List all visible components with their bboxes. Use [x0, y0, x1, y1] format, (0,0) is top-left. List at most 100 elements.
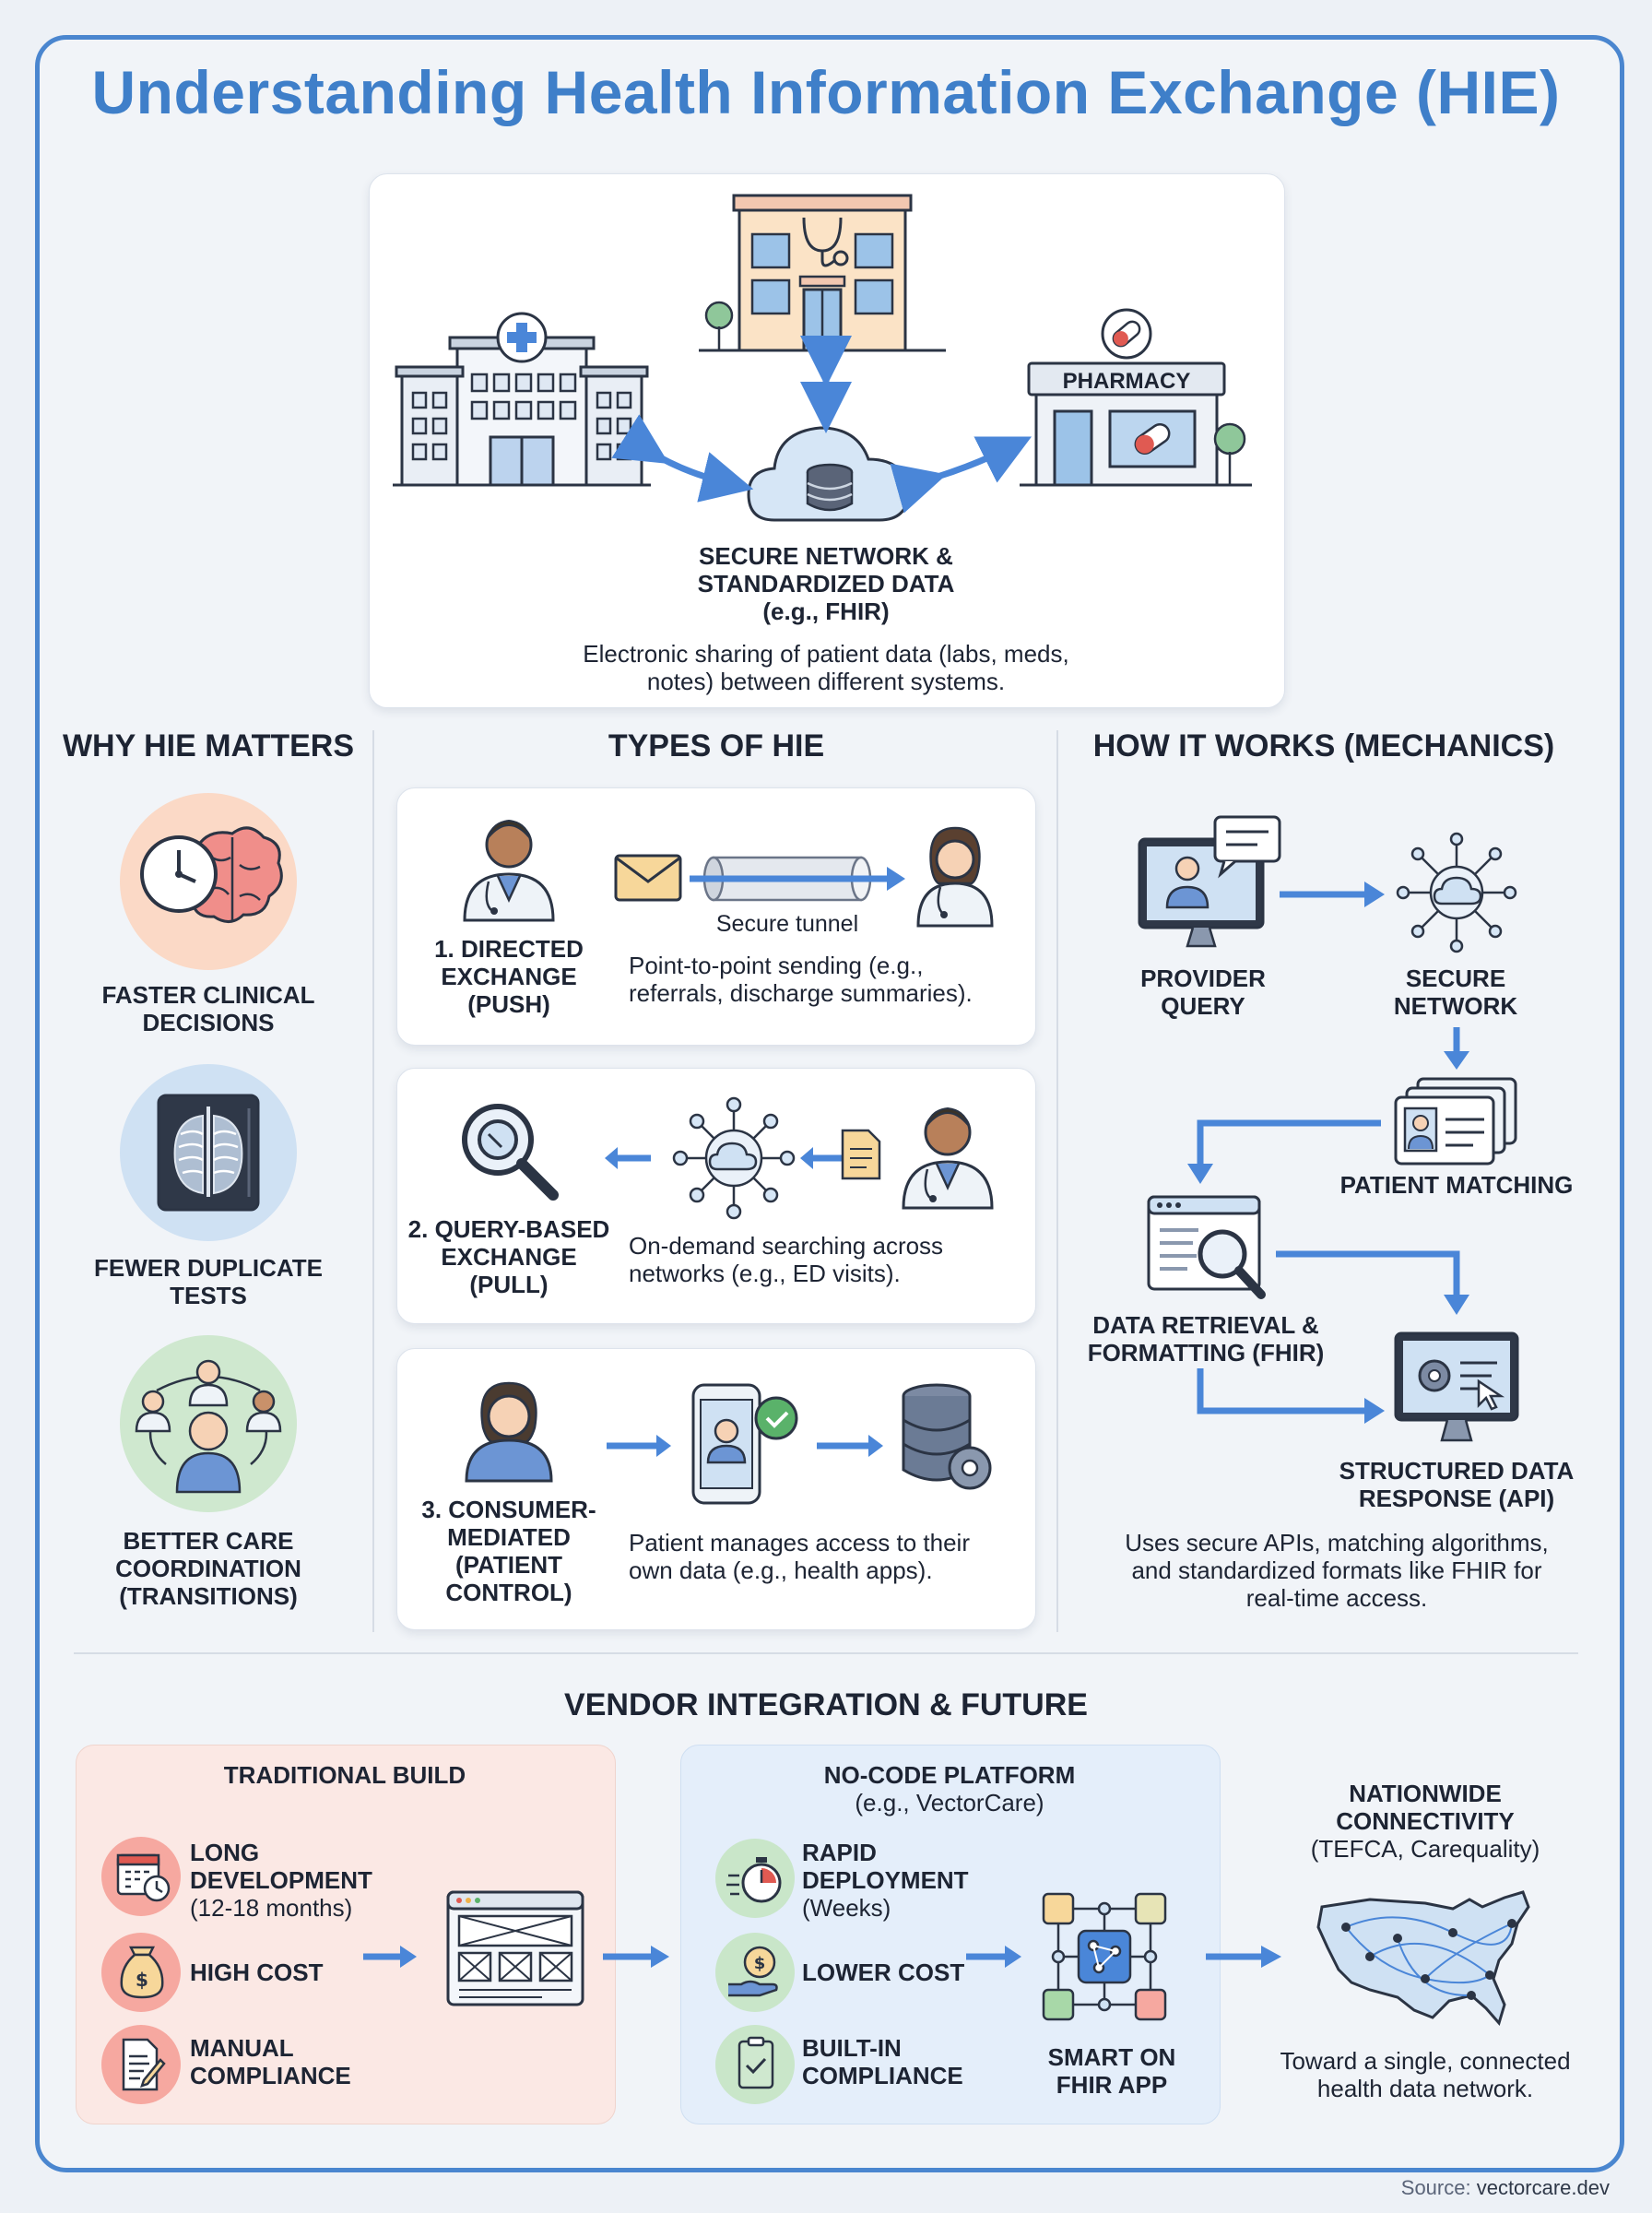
type-1-name-1: 1. DIRECTED: [434, 935, 584, 963]
care-team-icon: [135, 1359, 282, 1494]
traditional-wireframe-icon: [363, 1890, 584, 2006]
trad-item-1-line-2: DEVELOPMENT: [190, 1866, 372, 1894]
how-summary-2: and standardized formats like FHIR for: [1131, 1556, 1542, 1584]
type-1-desc-2: referrals, discharge summaries).: [629, 979, 973, 1007]
type-3-desc-1: Patient manages access to their: [629, 1529, 970, 1556]
type-3-name-1: 3. CONSUMER-: [421, 1496, 596, 1523]
nationwide-subtitle: (TEFCA, Carequality): [1310, 1835, 1540, 1863]
type-2-name-1: 2. QUERY-BASED: [407, 1215, 610, 1243]
source-prefix: Source:: [1400, 2176, 1477, 2199]
nc-item-2-line-1: LOWER COST: [802, 1959, 965, 1986]
type-1-desc-1: Point-to-point sending (e.g.,: [629, 952, 924, 979]
envelope-tunnel-icon: [614, 854, 905, 902]
divider-bottom: [74, 1652, 1578, 1654]
nc-item-1-line-1: RAPID: [802, 1839, 877, 1866]
structured-response-1: STRUCTURED DATA: [1339, 1457, 1575, 1485]
phone-database-icon: [607, 1383, 992, 1505]
monitor-gear-icon: [1394, 1331, 1519, 1442]
trad-item-2-line-1: HIGH COST: [190, 1959, 324, 1986]
doctor-icon: [463, 819, 555, 922]
vendor-heading: VENDOR INTEGRATION & FUTURE: [564, 1687, 1088, 1722]
type-3-name-4: CONTROL): [445, 1579, 572, 1606]
divider-right: [1056, 730, 1058, 1632]
svg-text:$: $: [754, 1954, 766, 1973]
type-1-name-3: (PUSH): [467, 990, 550, 1018]
svg-text:$: $: [136, 1969, 148, 1991]
pharmacy-sign: PHARMACY: [1062, 369, 1191, 394]
secure-network-2: NETWORK: [1393, 992, 1518, 1020]
source-link[interactable]: vectorcare.dev: [1476, 2176, 1610, 2199]
patient-matching-label: PATIENT MATCHING: [1339, 1171, 1574, 1199]
nurse-icon: [916, 826, 994, 928]
document-pen-icon: [122, 2038, 166, 2091]
calendar-clock-icon: [116, 1853, 171, 1902]
type-3-name-2: MEDIATED: [447, 1523, 571, 1551]
type-1-name-2: EXCHANGE: [441, 963, 577, 990]
source-credit: Source: vectorcare.dev: [1401, 2176, 1610, 2200]
data-retrieval-2: FORMATTING (FHIR): [1087, 1339, 1325, 1367]
types-heading: TYPES OF HIE: [608, 728, 825, 763]
nationwide-desc-1: Toward a single, connected: [1280, 2047, 1571, 2075]
hero-network-label-3: (e.g., FHIR): [762, 598, 890, 625]
clock-brain-icon: [140, 826, 283, 923]
nationwide-title-2: CONNECTIVITY: [1336, 1807, 1515, 1835]
secure-network-1: SECURE: [1405, 964, 1506, 992]
type-2-name-2: EXCHANGE: [441, 1243, 577, 1271]
nocode-to-nationwide-arrow: [1206, 1946, 1281, 1968]
type-3-name-3: (PATIENT: [454, 1551, 563, 1579]
magnifier-icon: [462, 1104, 559, 1201]
secure-network-icon: [1396, 832, 1517, 953]
trad-item-3-line-1: MANUAL: [190, 2034, 294, 2062]
why-item-1-line-1: FASTER CLINICAL: [101, 981, 315, 1009]
stopwatch-icon: [726, 1857, 782, 1903]
why-item-1-line-2: DECISIONS: [142, 1009, 275, 1036]
nc-item-3-line-2: COMPLIANCE: [802, 2062, 963, 2089]
page-title: Understanding Health Information Exchang…: [91, 58, 1561, 126]
pharmacy-icon: [1020, 308, 1252, 487]
how-heading: HOW IT WORKS (MECHANICS): [1092, 728, 1555, 763]
patient-icon: [465, 1381, 553, 1483]
hero-network-label-2: STANDARDIZED DATA: [697, 570, 955, 598]
coin-hand-icon: $: [728, 1946, 778, 1997]
us-map-network-icon: [1316, 1890, 1530, 2027]
nc-item-1-sub: (Weeks): [802, 1894, 891, 1922]
divider-left: [372, 730, 374, 1632]
nationwide-title-1: NATIONWIDE: [1349, 1780, 1502, 1807]
nc-item-3-line-1: BUILT-IN: [802, 2034, 902, 2062]
how-summary-3: real-time access.: [1245, 1584, 1428, 1612]
trad-item-1-line-1: LONG: [190, 1839, 260, 1866]
provider-query-1: PROVIDER: [1140, 964, 1266, 992]
why-item-2-line-1: FEWER DUPLICATE: [94, 1254, 323, 1282]
traditional-title: TRADITIONAL BUILD: [223, 1761, 466, 1789]
why-item-3-line-3: (TRANSITIONS): [119, 1582, 298, 1610]
type-2-name-3: (PULL): [469, 1271, 549, 1298]
nationwide-desc-2: health data network.: [1316, 2075, 1534, 2102]
hero-description-1: Electronic sharing of patient data (labs…: [583, 640, 1069, 668]
chest-xray-icon: [157, 1094, 260, 1212]
doctor-icon-2: [902, 1106, 994, 1210]
provider-monitor-icon: [1138, 815, 1281, 948]
data-retrieval-1: DATA RETRIEVAL &: [1092, 1311, 1319, 1339]
clipboard-check-icon: [738, 2036, 774, 2089]
type-2-desc-2: networks (e.g., ED visits).: [629, 1260, 901, 1287]
trad-item-3-line-2: COMPLIANCE: [190, 2062, 351, 2089]
nc-item-1-line-2: DEPLOYMENT: [802, 1866, 969, 1894]
how-summary-1: Uses secure APIs, matching algorithms,: [1125, 1529, 1549, 1556]
money-bag-icon: $: [120, 1946, 164, 1999]
patient-matching-cards-icon: [1394, 1077, 1517, 1166]
trad-item-1-sub: (12-18 months): [190, 1894, 353, 1922]
structured-response-2: RESPONSE (API): [1358, 1485, 1555, 1512]
trad-to-nocode-arrow: [603, 1946, 669, 1968]
browser-search-icon: [1147, 1195, 1266, 1299]
smart-fhir-app-1: SMART ON: [1047, 2043, 1176, 2071]
smart-fhir-app-icon: [966, 1892, 1167, 2021]
provider-query-2: QUERY: [1161, 992, 1245, 1020]
smart-fhir-app-2: FHIR APP: [1056, 2071, 1168, 2099]
why-item-2-line-2: TESTS: [170, 1282, 247, 1309]
type-1-tunnel-label: Secure tunnel: [715, 911, 859, 937]
query-flow-icon: [605, 1096, 881, 1220]
hero-network-label-1: SECURE NETWORK &: [699, 542, 953, 570]
why-item-3-line-1: BETTER CARE: [123, 1527, 294, 1555]
